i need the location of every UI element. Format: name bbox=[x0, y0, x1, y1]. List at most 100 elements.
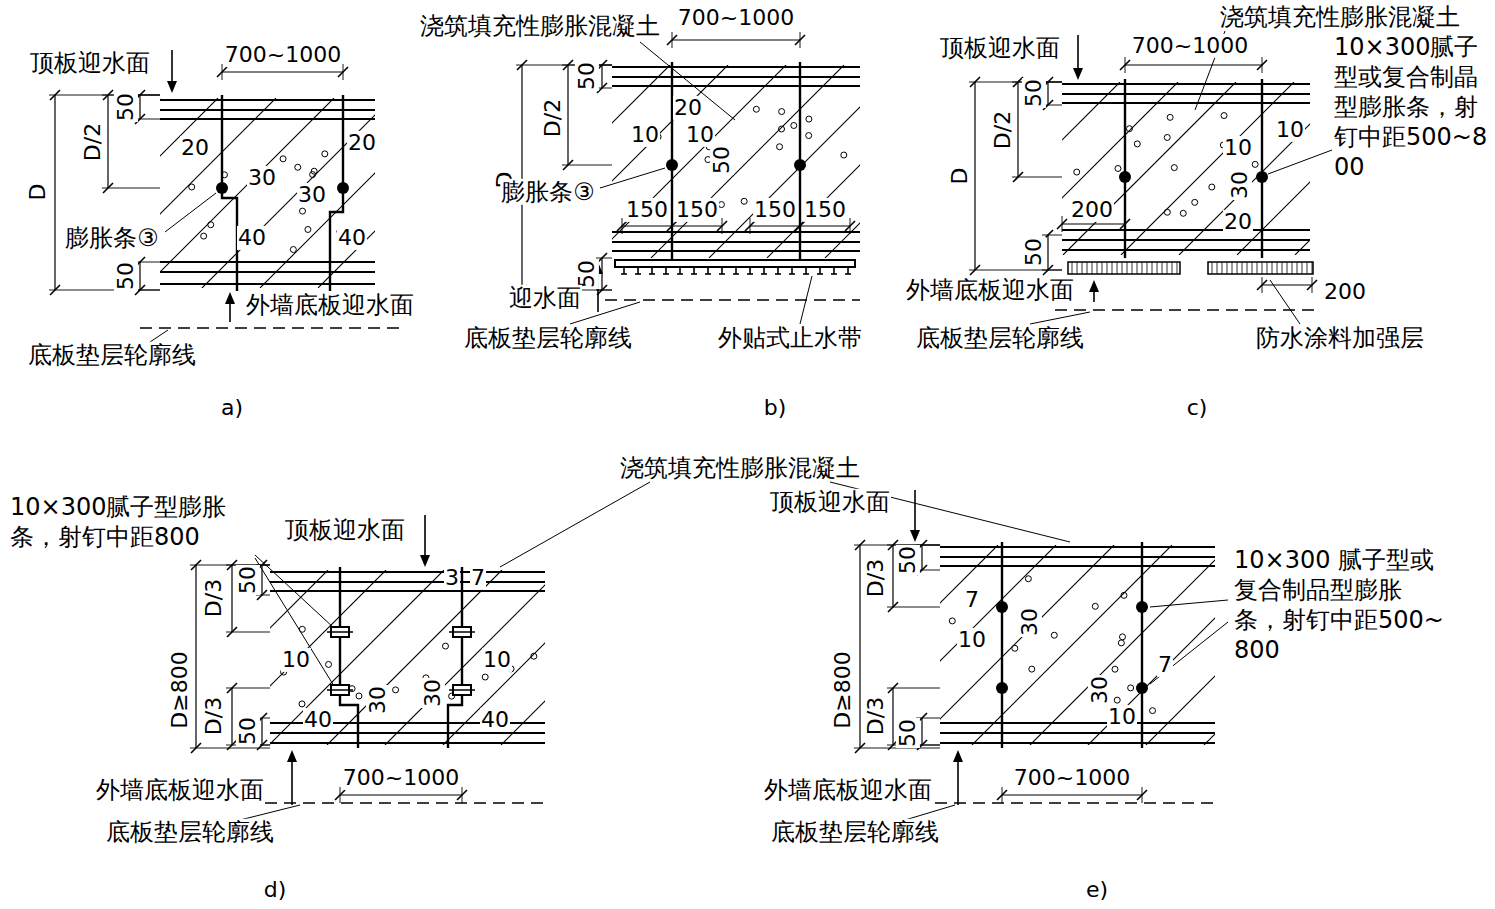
dimension-text: 150 bbox=[625, 198, 669, 222]
coating-hatch bbox=[1282, 262, 1283, 274]
waterstop-rib bbox=[693, 267, 695, 274]
aggregate-mark bbox=[305, 226, 311, 232]
rebar-line bbox=[270, 590, 545, 592]
coating-hatch bbox=[1097, 262, 1098, 274]
coating-hatch bbox=[1267, 262, 1268, 274]
dimension-line bbox=[892, 688, 893, 745]
dimension-tick bbox=[191, 560, 201, 570]
coating-hatch bbox=[1087, 262, 1088, 274]
extension-line bbox=[49, 290, 160, 291]
leader-line bbox=[640, 42, 735, 120]
extension-line bbox=[1012, 177, 1062, 178]
dimension-line bbox=[195, 565, 196, 748]
hatch-line bbox=[385, 570, 545, 745]
dimension-tick bbox=[103, 90, 113, 100]
callout-text: 外墙底板迎水面 bbox=[905, 277, 1075, 303]
swelling-strip bbox=[1256, 171, 1268, 183]
arrow-head bbox=[420, 555, 430, 567]
surface-arrow bbox=[914, 490, 916, 532]
dimension-line bbox=[859, 545, 860, 748]
strip-plate-line bbox=[449, 631, 475, 633]
aggregate-mark bbox=[1128, 685, 1134, 691]
aggregate-mark bbox=[1252, 161, 1258, 167]
aggregate-mark bbox=[1150, 708, 1156, 714]
coating-hatch bbox=[1292, 262, 1293, 274]
aggregate-mark bbox=[299, 701, 305, 707]
extension-line bbox=[1042, 235, 1062, 236]
aggregate-mark bbox=[1114, 697, 1120, 703]
swelling-strip bbox=[794, 159, 806, 171]
dimension-line bbox=[1062, 223, 1125, 224]
dimension-text: 50 bbox=[896, 718, 920, 748]
rebar-line bbox=[270, 581, 545, 583]
dimension-text: 30 bbox=[247, 166, 277, 190]
dimension-tick bbox=[617, 221, 627, 231]
coating-hatch bbox=[1112, 262, 1113, 274]
callout-text: 底板垫层轮廓线 bbox=[27, 342, 197, 368]
extension-line bbox=[562, 165, 612, 166]
dimension-tick bbox=[50, 285, 60, 295]
waterstop-rib bbox=[747, 273, 753, 275]
hatch-line bbox=[1146, 545, 1215, 745]
dimension-text: D/2 bbox=[81, 122, 105, 162]
coating-hatch bbox=[1237, 262, 1238, 274]
callout-text: 底板垫层轮廓线 bbox=[770, 819, 940, 845]
aggregate-mark bbox=[806, 116, 812, 122]
aggregate-mark bbox=[949, 618, 955, 624]
aggregate-mark bbox=[753, 106, 759, 112]
dimension-text: 10 bbox=[957, 628, 987, 652]
dimension-tick bbox=[845, 221, 855, 231]
strip-plate-line bbox=[327, 631, 353, 633]
dimension-line bbox=[340, 794, 462, 795]
leader-line bbox=[240, 805, 300, 820]
dimension-text: 20 bbox=[180, 136, 210, 160]
waterstop-rib bbox=[733, 273, 739, 275]
callout-text: 外贴式止水带 bbox=[717, 325, 863, 351]
dimension-text: 20 bbox=[673, 96, 703, 120]
dimension-text: D/3 bbox=[202, 696, 226, 736]
aggregate-mark bbox=[841, 152, 847, 158]
rebar-line bbox=[612, 250, 860, 252]
waterstop-rib bbox=[777, 267, 779, 274]
dimension-text: 150 bbox=[675, 198, 719, 222]
dimension-tick bbox=[997, 790, 1007, 800]
callout-text: 外墙底板迎水面 bbox=[763, 777, 933, 803]
panel-caption: d) bbox=[263, 878, 288, 902]
rebar-line bbox=[270, 571, 545, 573]
coating-hatch bbox=[1272, 262, 1273, 274]
hatch-line bbox=[940, 545, 1114, 745]
hatch-line bbox=[327, 570, 502, 745]
coating-hatch bbox=[1257, 262, 1258, 274]
coating-hatch bbox=[1157, 262, 1158, 274]
waterstop-rib bbox=[845, 273, 851, 275]
dimension-tick bbox=[1013, 172, 1023, 182]
dimension-text: 10 bbox=[1107, 705, 1137, 729]
coating-hatch bbox=[1132, 262, 1133, 274]
dimension-tick bbox=[855, 540, 865, 550]
aggregate-mark bbox=[1171, 165, 1177, 171]
callout-text: 外墙底板迎水面 bbox=[95, 777, 265, 803]
dimension-line bbox=[54, 95, 55, 290]
hatch-line bbox=[940, 545, 998, 745]
dimension-tick bbox=[1257, 280, 1267, 290]
aggregate-mark bbox=[322, 151, 328, 157]
leader-line bbox=[150, 330, 168, 342]
waterstop-rib bbox=[831, 273, 837, 275]
dimension-text: 50 bbox=[896, 545, 920, 575]
cushion-outline bbox=[1055, 309, 1320, 310]
dimension-line bbox=[1002, 794, 1142, 795]
aggregate-mark bbox=[201, 233, 207, 239]
hatch-line bbox=[1204, 545, 1215, 745]
dimension-text: 7 bbox=[470, 566, 486, 590]
dimension-tick bbox=[1120, 219, 1130, 229]
dimension-tick bbox=[335, 790, 345, 800]
coating-hatch bbox=[1127, 262, 1128, 274]
dimension-text: 7 bbox=[964, 588, 980, 612]
dimension-tick bbox=[795, 35, 805, 45]
hatch-line bbox=[940, 545, 1056, 745]
dimension-tick bbox=[1120, 60, 1130, 70]
callout-text: 顶板迎水面 bbox=[284, 517, 406, 543]
coating-hatch bbox=[1297, 262, 1298, 274]
aggregate-mark bbox=[1134, 141, 1140, 147]
callout-text: 顶板迎水面 bbox=[29, 50, 151, 76]
